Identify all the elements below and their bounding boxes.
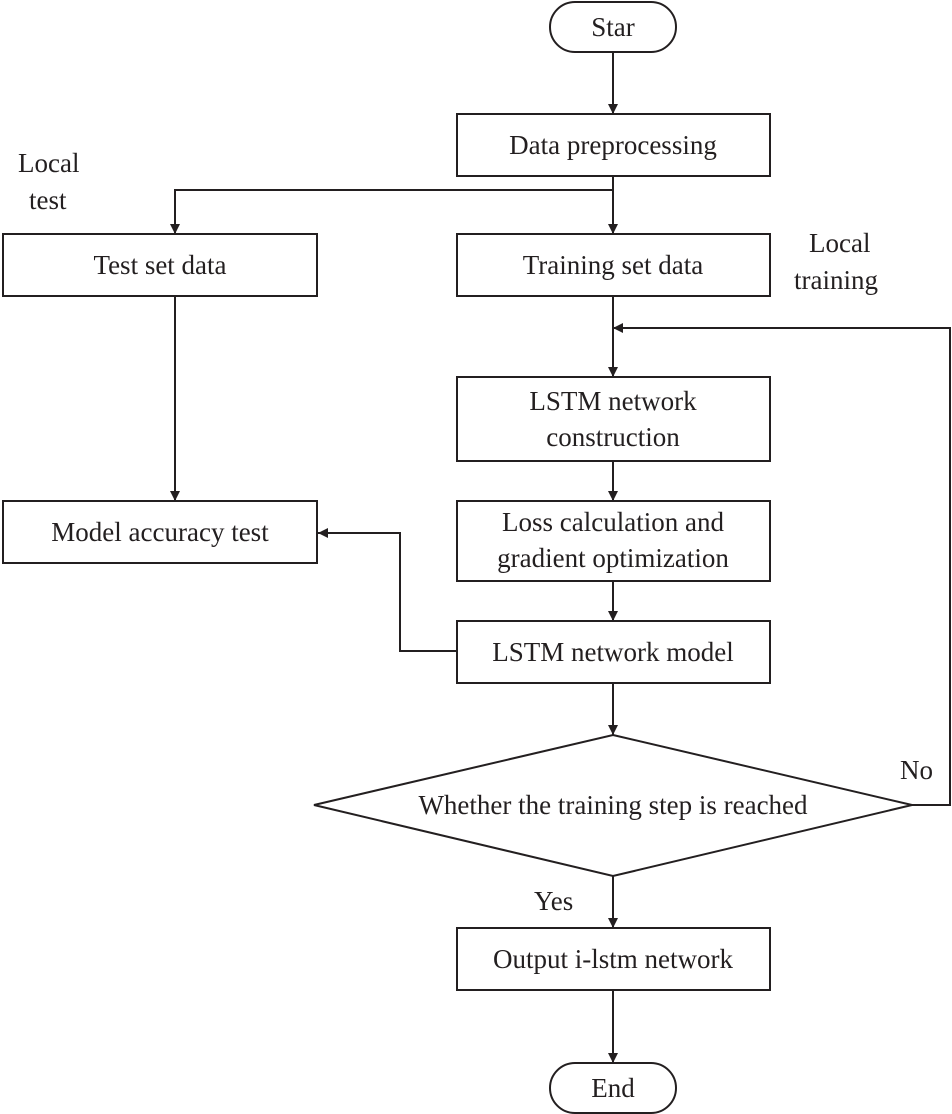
- test-set-label: Test set data: [93, 250, 226, 280]
- loss-calc-node: Loss calculation and gradient optimizati…: [456, 500, 771, 582]
- output-node: Output i-lstm network: [456, 927, 771, 991]
- local-training-line-2: training: [794, 265, 878, 295]
- training-set-label: Training set data: [523, 250, 703, 280]
- edge-decision-no-loop: [613, 323, 951, 806]
- no-label: No: [900, 755, 933, 785]
- model-accuracy-label: Model accuracy test: [51, 517, 269, 547]
- edge-preprocess-to-test: [170, 189, 613, 234]
- end-label: End: [591, 1073, 635, 1103]
- start-label: Star: [591, 12, 635, 42]
- yes-label: Yes: [534, 886, 573, 916]
- lstm-model-label: LSTM network model: [492, 637, 733, 667]
- training-set-node: Training set data: [456, 233, 771, 297]
- decision-node: Whether the training step is reached: [313, 733, 913, 878]
- loss-calc-line-1: Loss calculation and: [502, 507, 724, 537]
- test-set-node: Test set data: [2, 233, 318, 297]
- lstm-model-node: LSTM network model: [456, 620, 771, 684]
- edge-model-to-accuracy: [318, 528, 457, 652]
- local-test-line-2: test: [29, 185, 67, 215]
- start-node: Star: [549, 1, 677, 53]
- model-accuracy-node: Model accuracy test: [2, 500, 318, 564]
- local-training-line-1: Local: [809, 228, 870, 258]
- preprocess-label: Data preprocessing: [509, 130, 717, 160]
- lstm-construction-line-2: construction: [546, 422, 680, 452]
- decision-label: Whether the training step is reached: [418, 790, 808, 820]
- lstm-construction-node: LSTM network construction: [456, 376, 771, 462]
- local-test-line-1: Local: [18, 148, 79, 178]
- preprocess-node: Data preprocessing: [456, 113, 771, 177]
- output-label: Output i-lstm network: [493, 944, 733, 974]
- end-node: End: [549, 1062, 677, 1114]
- lstm-construction-line-1: LSTM network: [529, 386, 697, 416]
- loss-calc-line-2: gradient optimization: [497, 543, 729, 573]
